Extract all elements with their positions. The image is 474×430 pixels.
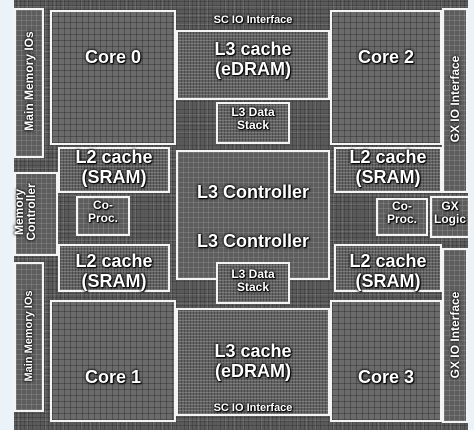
coproc-left-label: Co- Proc. [76,199,130,225]
l2-cache-top-left-line2: (SRAM) [58,168,170,188]
l3-cache-bottom-label: L3 cache (eDRAM) [176,342,330,382]
l3-controller-top-label: L3 Controller [176,183,330,203]
sc-io-interface-bottom-label: SC IO Interface [176,402,330,414]
core-1-label: Core 1 [50,368,176,388]
l2-cache-bottom-right-line1: L2 cache [334,252,442,272]
memory-controller-label-line2: Controller [25,177,37,247]
l2-cache-bottom-right-label: L2 cache (SRAM) [334,252,442,292]
l3-cache-top-label: L3 cache (eDRAM) [176,40,330,80]
gx-io-interface-bottom-label: GX IO Interface [448,260,462,410]
core-1-block [50,300,176,422]
l2-cache-top-left-line1: L2 cache [58,148,170,168]
l3-cache-top-line2: (eDRAM) [176,60,330,80]
l3-cache-top-line1: L3 cache [176,40,330,60]
l3-controller-block [176,150,330,280]
sc-io-interface-top-label: SC IO Interface [176,14,330,26]
l2-cache-bottom-left-label: L2 cache (SRAM) [58,252,170,292]
l3-data-stack-bottom-line2: Stack [216,281,290,294]
coproc-right-label: Co- Proc. [376,200,428,226]
l2-cache-bottom-right-line2: (SRAM) [334,272,442,292]
gx-logic-label: GX Logic [428,200,472,226]
l2-cache-bottom-left-line1: L2 cache [58,252,170,272]
l3-controller-bottom-label: L3 Controller [176,232,330,252]
core-0-block [50,10,176,145]
l2-cache-bottom-left-line2: (SRAM) [58,272,170,292]
l2-cache-top-right-line2: (SRAM) [334,168,442,188]
core-3-label: Core 3 [330,368,442,388]
coproc-left-line2: Proc. [76,212,130,225]
l3-data-stack-top-line2: Stack [216,119,290,132]
l3-data-stack-bottom-label: L3 Data Stack [216,268,290,294]
gx-io-interface-top-label: GX IO Interface [448,24,462,174]
l3-cache-bottom-line1: L3 cache [176,342,330,362]
l3-data-stack-top-label: L3 Data Stack [216,106,290,132]
l2-cache-top-left-label: L2 cache (SRAM) [58,148,170,188]
core-2-label: Core 2 [330,48,442,68]
core-3-block [330,300,442,422]
main-memory-ios-top-label: Main Memory IOs [22,6,36,156]
main-memory-ios-bottom-label: Main Memory IOs [23,261,35,411]
core-2-block [330,10,442,145]
gx-logic-line2: Logic [428,213,472,226]
l3-cache-bottom-line2: (eDRAM) [176,362,330,382]
memory-controller-label: Memory Controller [13,177,37,247]
core-0-label: Core 0 [50,48,176,68]
l2-cache-top-right-line1: L2 cache [334,148,442,168]
coproc-right-line2: Proc. [376,213,428,226]
l2-cache-top-right-label: L2 cache (SRAM) [334,148,442,188]
